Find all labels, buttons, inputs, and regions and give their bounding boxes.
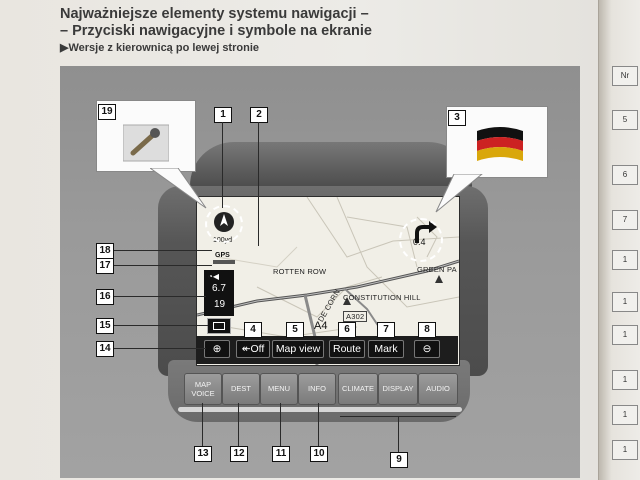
scale-bottom: 19 xyxy=(214,299,225,310)
scale-top: 6.7 xyxy=(212,283,226,294)
label-12: 12 xyxy=(230,446,248,462)
side-tab: 1 xyxy=(612,250,638,270)
heading-line1: Najważniejsze elementy systemu nawigacji… xyxy=(60,6,369,22)
cd-slot xyxy=(178,407,462,412)
screen-mode-button[interactable] xyxy=(207,318,231,334)
side-tab: 1 xyxy=(612,292,638,312)
side-tab: 1 xyxy=(612,325,638,345)
label-7: 7 xyxy=(377,322,395,338)
map-label-a302: A302 xyxy=(343,311,367,322)
map-label-constitution-hill: CONSTITUTION HILL xyxy=(343,293,421,302)
subtitle: ▶Wersje z kierownicą po lewej stronie xyxy=(60,41,259,54)
flag-icon xyxy=(475,125,525,165)
hw-info-button[interactable]: INFO xyxy=(298,373,336,405)
route-button[interactable]: Route xyxy=(329,340,365,358)
callout-pointer-left xyxy=(150,168,210,210)
microphone-icon xyxy=(123,123,169,163)
map-label-green-park: GREEN PA xyxy=(417,265,457,274)
hw-audio-button[interactable]: AUDIO xyxy=(418,373,458,405)
heading-line2: – Przyciski nawigacyjne i symbole na ekr… xyxy=(60,23,372,39)
label-14: 14 xyxy=(96,341,114,357)
label-6: 6 xyxy=(338,322,356,338)
side-tab: 6 xyxy=(612,165,638,185)
label-5: 5 xyxy=(286,322,304,338)
side-tab: 7 xyxy=(612,210,638,230)
label-3: 3 xyxy=(448,110,466,126)
zoom-in-button[interactable]: ⊕ xyxy=(204,340,230,358)
hw-menu-button[interactable]: MENU xyxy=(260,373,298,405)
label-4: 4 xyxy=(244,322,262,338)
road-name: A4 xyxy=(314,320,327,332)
side-tab: 1 xyxy=(612,405,638,425)
sound-icon: ◔◀ xyxy=(208,272,219,281)
gps-label: GPS xyxy=(215,252,230,259)
label-1: 1 xyxy=(214,107,232,123)
label-8: 8 xyxy=(418,322,436,338)
hw-display-button[interactable]: DISPLAY xyxy=(378,373,418,405)
map-view-button[interactable]: Map view xyxy=(272,340,324,358)
manual-page: Najważniejsze elementy systemu nawigacji… xyxy=(0,0,598,480)
label-15: 15 xyxy=(96,318,114,334)
side-tab: 1 xyxy=(612,440,638,460)
off-button[interactable]: ↞Off xyxy=(236,340,270,358)
label-13: 13 xyxy=(194,446,212,462)
label-11: 11 xyxy=(272,446,290,462)
map-label-rotten-row: ROTTEN ROW xyxy=(273,267,326,276)
display-hood xyxy=(190,142,472,190)
mark-button[interactable]: Mark xyxy=(368,340,404,358)
hw-dest-button[interactable]: DEST xyxy=(222,373,260,405)
label-16: 16 xyxy=(96,289,114,305)
side-tab: 5 xyxy=(612,110,638,130)
callout-circle-compass xyxy=(205,205,243,243)
scale-panel: ◔◀ 6.7 19 xyxy=(204,270,234,316)
label-10: 10 xyxy=(310,446,328,462)
callout-pointer-right xyxy=(434,174,484,214)
zoom-out-button[interactable]: ⊖ xyxy=(414,340,440,358)
label-18: 18 xyxy=(96,243,114,259)
label-2: 2 xyxy=(250,107,268,123)
side-tab-header: Nr xyxy=(612,66,638,86)
hw-climate-button[interactable]: CLIMATE xyxy=(338,373,378,405)
label-9: 9 xyxy=(390,452,408,468)
next-page-edge: Nr 5 6 7 1 1 1 1 1 1 xyxy=(598,0,640,480)
callout-circle-turn xyxy=(399,218,443,262)
side-tab: 1 xyxy=(612,370,638,390)
label-19: 19 xyxy=(98,104,116,120)
label-17: 17 xyxy=(96,258,114,274)
gps-bar xyxy=(213,260,235,264)
